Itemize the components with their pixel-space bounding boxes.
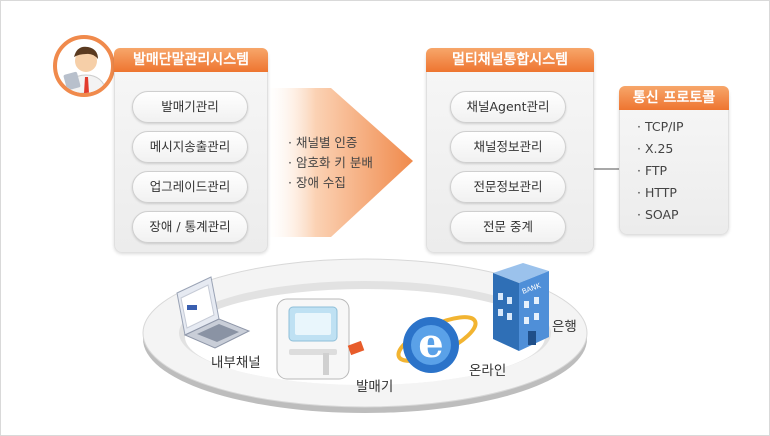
multichannel-integration-list: 채널Agent관리 채널정보관리 전문정보관리 전문 중계: [426, 79, 592, 249]
menu-item-message-relay[interactable]: 전문 중계: [450, 211, 566, 243]
laptop-icon: [176, 276, 251, 349]
menu-item-channel-agent-management[interactable]: 채널Agent관리: [450, 91, 566, 123]
menu-item-fault-statistics-management[interactable]: 장애 / 통계관리: [132, 211, 248, 243]
protocol-item: · FTP: [637, 163, 668, 178]
protocol-item: · HTTP: [637, 185, 677, 200]
svg-text:e: e: [418, 320, 443, 367]
channel-label-online: 온라인: [469, 363, 507, 379]
terminal-management-title: 발매단말관리시스템: [114, 48, 268, 72]
internet-e-icon: e: [396, 315, 478, 373]
menu-item-message-dispatch-management[interactable]: 메시지송출관리: [132, 131, 248, 163]
menu-item-ticket-machine-management[interactable]: 발매기관리: [132, 91, 248, 123]
feature-key-distribution: · 암호화 키 분배: [288, 155, 373, 170]
ticket-machine-icon: [276, 298, 365, 380]
feature-fault-collection: · 장애 수집: [288, 175, 346, 190]
bank-building-icon: BANK: [493, 263, 549, 351]
arrow-feature-list: · 채널별 인증 · 암호화 키 분배 · 장애 수집: [288, 133, 373, 193]
protocol-title: 통신 프로토콜: [619, 86, 729, 110]
person-icon: [63, 46, 108, 93]
menu-item-message-info-management[interactable]: 전문정보관리: [450, 171, 566, 203]
protocol-item: · SOAP: [637, 207, 679, 222]
channel-ring: [142, 258, 588, 413]
channel-label-ticket-machine: 발매기: [356, 379, 394, 395]
protocol-panel: [619, 87, 729, 235]
multichannel-integration-title: 멀티채널통합시스템: [426, 48, 594, 72]
protocol-item: · X.25: [637, 141, 674, 156]
channel-label-bank: 은행: [552, 319, 577, 335]
channel-label-internal: 내부채널: [211, 355, 261, 371]
avatar: [53, 35, 115, 97]
menu-item-channel-info-management[interactable]: 채널정보관리: [450, 131, 566, 163]
integration-arrow: [263, 88, 413, 237]
feature-channel-auth: · 채널별 인증: [288, 135, 358, 150]
protocol-item: · TCP/IP: [637, 119, 684, 134]
terminal-management-list: 발매기관리 메시지송출관리 업그레이드관리 장애 / 통계관리: [114, 79, 266, 249]
menu-item-upgrade-management[interactable]: 업그레이드관리: [132, 171, 248, 203]
